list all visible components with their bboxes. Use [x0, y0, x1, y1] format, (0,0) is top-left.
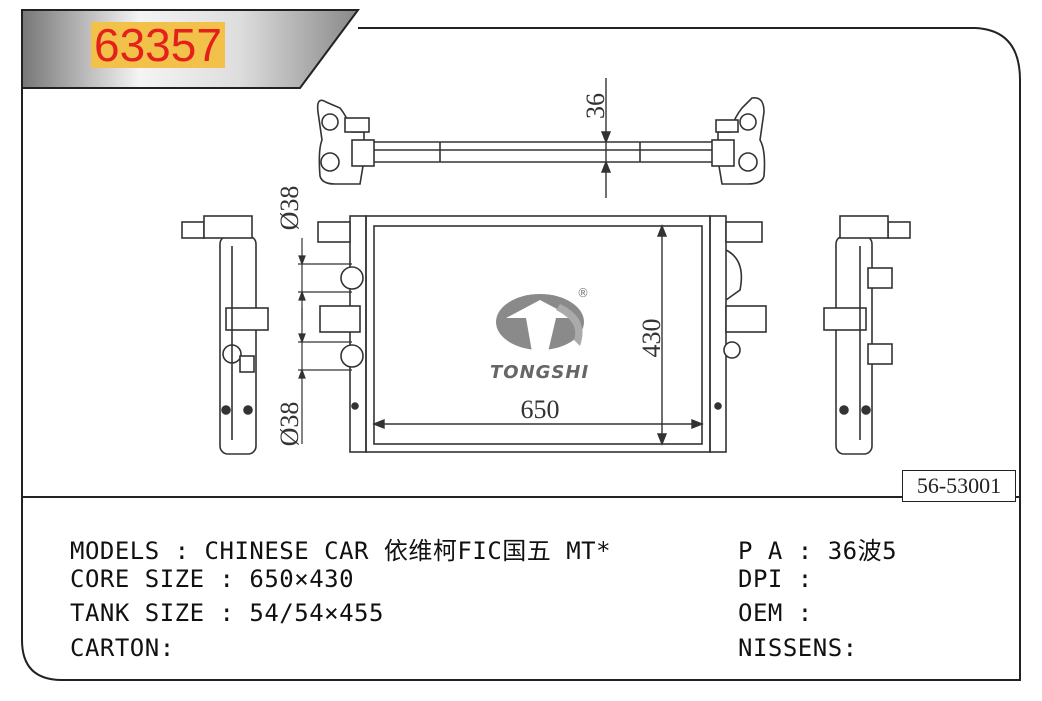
spec-pa: P A : 36波5: [738, 537, 898, 565]
top-dim-line: [600, 78, 612, 198]
right-side-view: [823, 215, 911, 455]
pipe-dim-lines: [298, 238, 352, 444]
spec-core-size: CORE SIZE : 650×430: [70, 565, 355, 593]
spec-nissens: NISSENS:: [738, 634, 858, 662]
dim-pipe-lower: Ø38: [275, 402, 304, 447]
registered-mark: ®: [577, 286, 589, 300]
top-view: [316, 96, 766, 185]
spec-dpi: DPI :: [738, 565, 813, 593]
reference-code: 56-53001: [902, 470, 1016, 502]
spec-tank-size: TANK SIZE : 54/54×455: [70, 599, 384, 627]
front-view: [317, 215, 767, 453]
core-dim-lines: [372, 224, 704, 446]
spec-carton: CARTON:: [70, 634, 175, 662]
brand-logo: [496, 294, 584, 352]
dim-top: 36: [581, 93, 610, 119]
brand-name: TONGSHI: [490, 362, 590, 383]
left-side-view: [181, 215, 269, 455]
dim-core-width: 650: [521, 395, 560, 424]
spec-models: MODELS : CHINESE CAR 依维柯FIC国五 MT*: [70, 537, 612, 565]
dim-pipe-upper: Ø38: [275, 186, 304, 231]
dim-core-height: 430: [637, 319, 666, 358]
spec-oem: OEM :: [738, 599, 813, 627]
part-number: 63357: [91, 22, 225, 68]
